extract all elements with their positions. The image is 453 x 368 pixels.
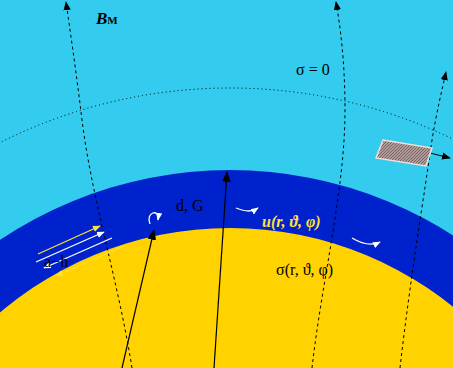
- field-line: [66, 2, 132, 368]
- satellite: [376, 140, 432, 166]
- conductivity-label: σ(r, ϑ, φ): [276, 262, 333, 278]
- sigma-zero-boundary: [0, 88, 453, 368]
- field-line: [312, 2, 345, 368]
- radius-line: [214, 172, 227, 368]
- flow-eddy: [149, 213, 158, 224]
- conducting-shell: [0, 170, 453, 368]
- shell-parameters: d, G: [176, 198, 204, 214]
- velocity-label: u(r, ϑ, φ): [262, 214, 321, 230]
- inner-core: [0, 228, 453, 368]
- flow-arrow: [236, 208, 258, 211]
- field-symbol: BM: [96, 10, 118, 27]
- radius-line: [122, 230, 154, 368]
- flow-arrow: [38, 226, 100, 254]
- boundary-label: σ = 0: [296, 62, 330, 78]
- field-line: [400, 72, 446, 368]
- flow-arrow: [352, 238, 380, 244]
- radius-label: a−h: [44, 254, 68, 270]
